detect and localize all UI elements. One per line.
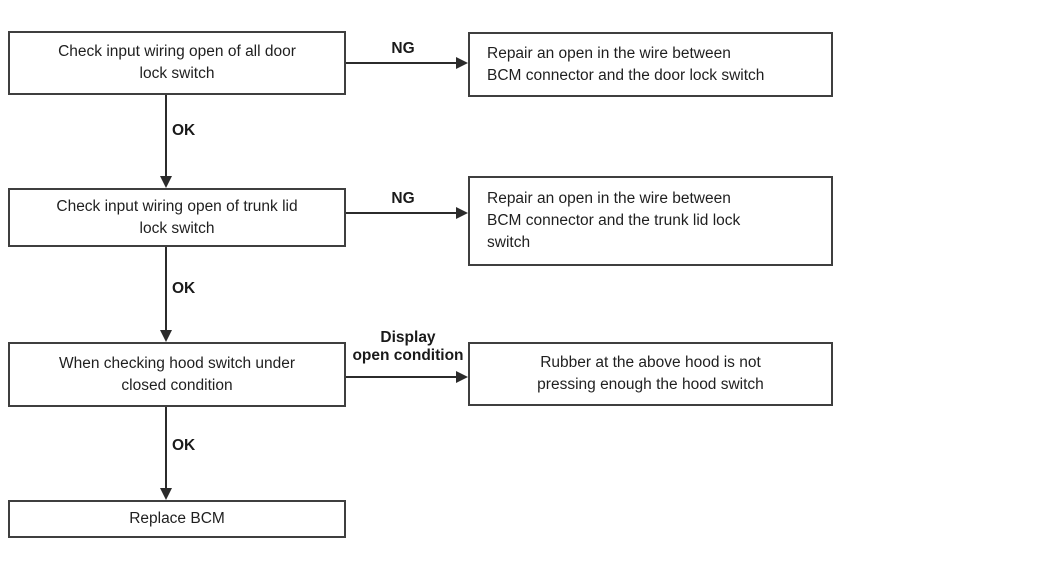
arrow-down-icon [160, 488, 172, 500]
label-ok3: OK [172, 437, 196, 454]
node-text-line: Repair an open in the wire between [487, 190, 731, 207]
arrow-right-icon [456, 207, 468, 219]
node-repair-trunk-lid-wire: Repair an open in the wire between BCM c… [468, 176, 833, 266]
node-text-line: lock switch [139, 65, 215, 82]
label-display-open-condition: Display open condition [347, 329, 469, 365]
arrow-right-icon [456, 371, 468, 383]
label-ok1: OK [172, 122, 196, 139]
arrow-down-icon [160, 176, 172, 188]
connector-ng2-line [346, 212, 456, 214]
node-text-line: switch [487, 234, 531, 251]
node-text-line: Replace BCM [129, 510, 225, 527]
connector-ng1-line [346, 62, 456, 64]
node-text-line: BCM connector and the trunk lid lock [487, 212, 741, 229]
node-text-line: Check input wiring open of trunk lid [56, 197, 298, 215]
label-ng1: NG [391, 40, 415, 57]
node-text-line: Check input wiring open of all door [58, 43, 296, 60]
node-text-line: closed condition [121, 376, 233, 394]
node-text-line: When checking hood switch under [58, 354, 296, 372]
node-text-line: lock switch [139, 219, 215, 237]
arrow-right-icon [456, 57, 468, 69]
node-text-line: BCM connector and the door lock switch [487, 66, 765, 84]
node-repair-door-lock-wire: Repair an open in the wire between BCM c… [468, 32, 833, 97]
label-line: Display [380, 329, 436, 346]
node-check-trunk-lid-switch: Check input wiring open of trunk lid loc… [8, 188, 346, 247]
connector-display-line [346, 376, 456, 378]
node-rubber-hood-result: Rubber at the above hood is not pressing… [468, 342, 833, 406]
arrow-down-icon [160, 330, 172, 342]
node-check-hood-switch: When checking hood switch under closed c… [8, 342, 346, 407]
node-text-line: pressing enough the hood switch [537, 376, 764, 393]
connector-ok3-line [165, 407, 167, 488]
node-text-line: Rubber at the above hood is not [540, 354, 761, 371]
node-check-door-lock-switch: Check input wiring open of all door lock… [8, 31, 346, 95]
label-line: open condition [352, 347, 464, 364]
connector-ok2-line [165, 247, 167, 330]
label-ng2: NG [391, 190, 415, 207]
node-text-line: Repair an open in the wire between [487, 44, 731, 62]
node-replace-bcm: Replace BCM [8, 500, 346, 538]
label-ok2: OK [172, 280, 196, 297]
connector-ok1-line [165, 95, 167, 179]
